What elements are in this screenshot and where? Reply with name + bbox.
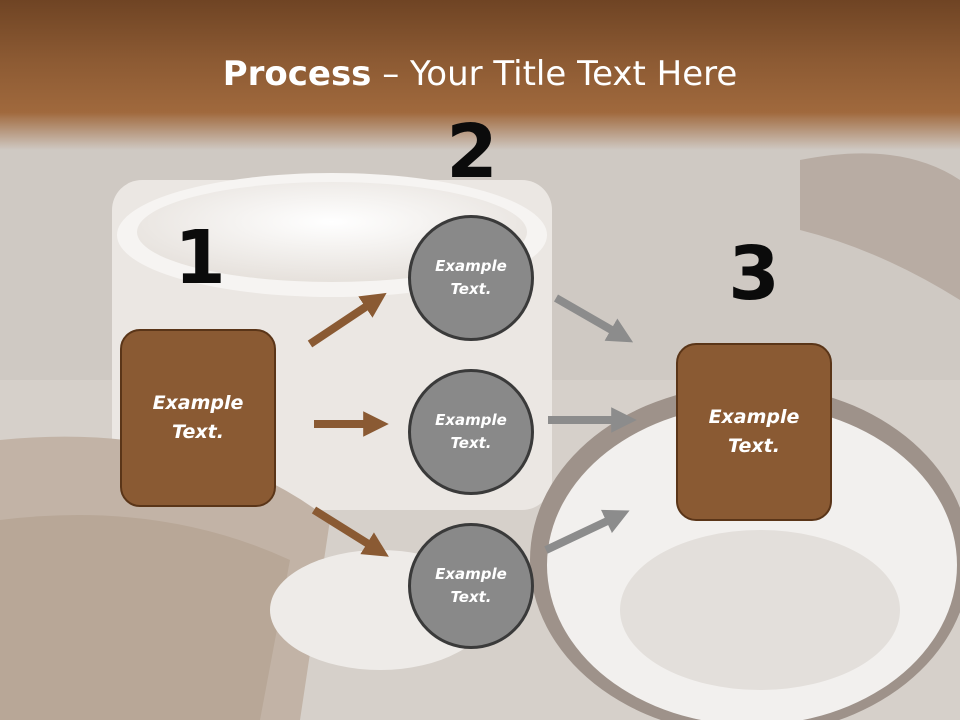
- step-3-text: Example Text.: [708, 406, 800, 457]
- step-2-circle-3: Example Text.: [408, 523, 534, 649]
- step-1-text: Example Text.: [152, 392, 244, 443]
- page-title: Process – Your Title Text Here: [0, 52, 960, 96]
- step-3-number: 3: [728, 231, 780, 317]
- title-band: [0, 0, 960, 150]
- step-2-circle-2-text: Example Text.: [435, 411, 507, 452]
- step-1-box: Example Text.: [120, 329, 276, 507]
- step-2-circle-1: Example Text.: [408, 215, 534, 341]
- step-2-circle-3-text: Example Text.: [435, 565, 507, 606]
- step-2-number: 2: [446, 109, 498, 195]
- step-2-circle-1-text: Example Text.: [435, 257, 507, 298]
- title-bold: Process: [222, 54, 372, 94]
- step-3-box: Example Text.: [676, 343, 832, 521]
- step-2-circle-2: Example Text.: [408, 369, 534, 495]
- title-rest: – Your Title Text Here: [371, 54, 738, 94]
- step-1-number: 1: [174, 215, 226, 301]
